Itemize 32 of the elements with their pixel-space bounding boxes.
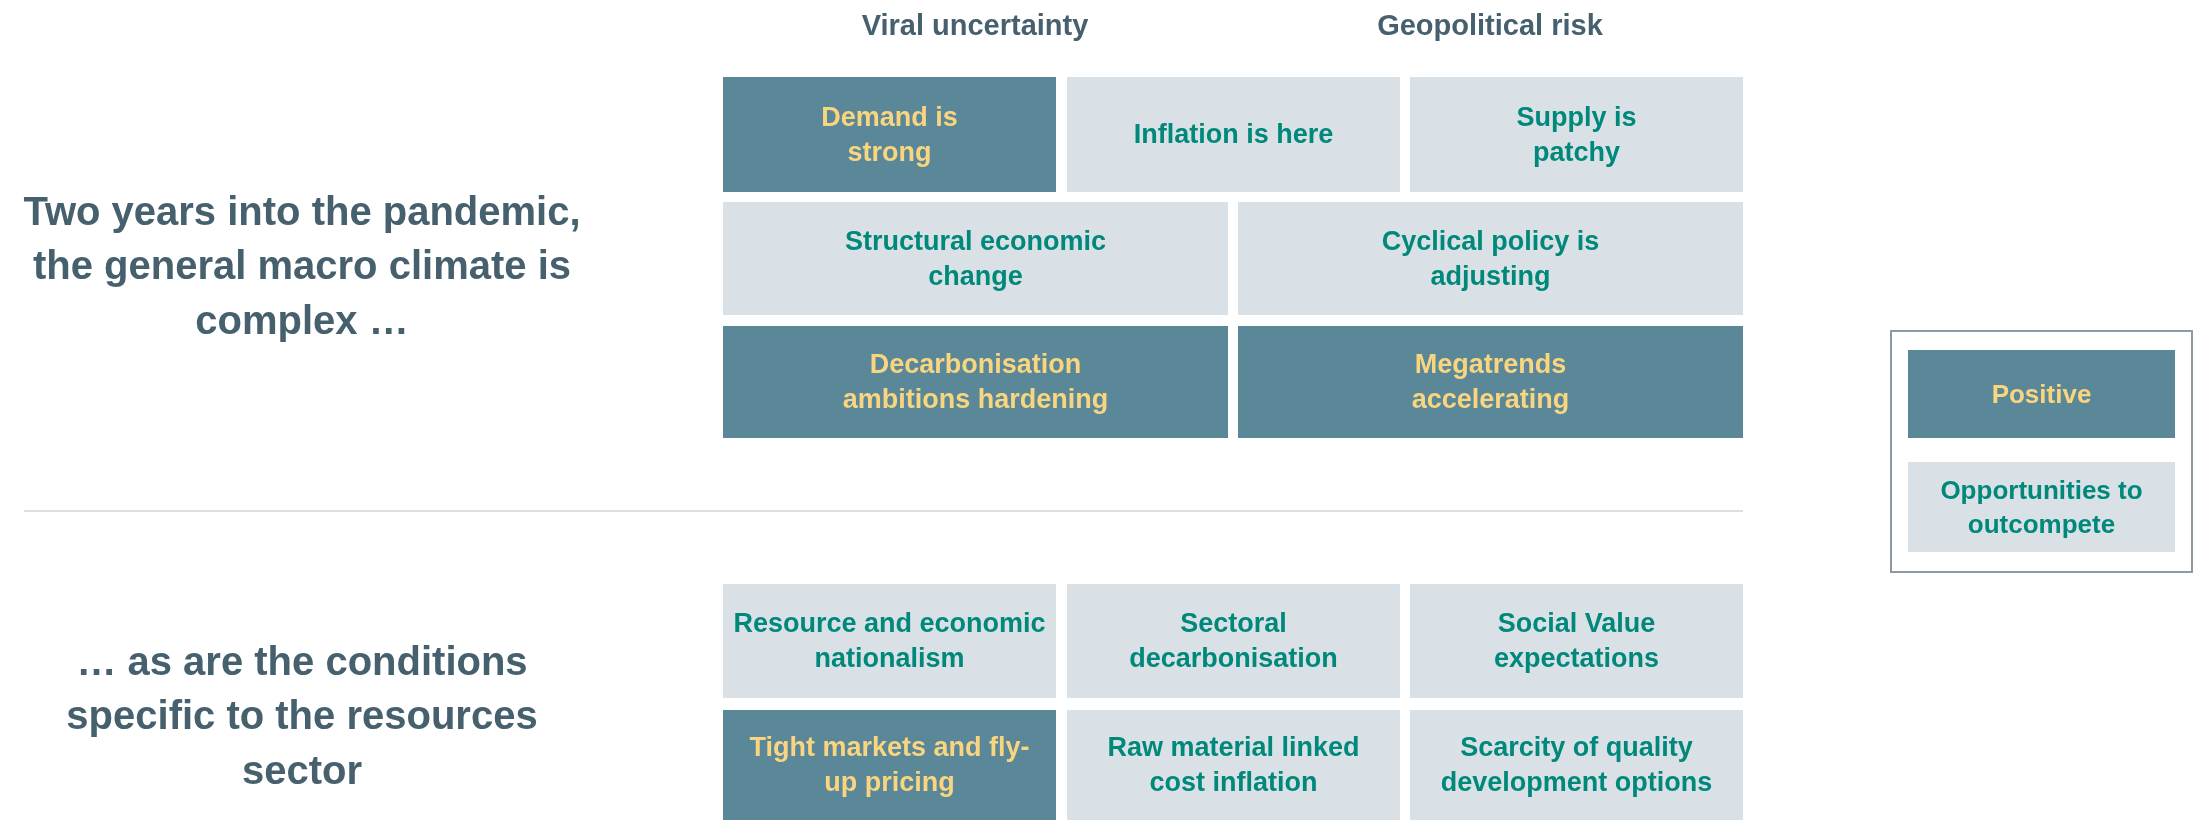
- tile-text: Supply is patchy: [1515, 100, 1638, 169]
- tile-text: Megatrends accelerating: [1410, 348, 1571, 416]
- category-tile: [1067, 710, 1400, 820]
- tile-text: Tight markets and fly-up pricing: [748, 731, 1031, 799]
- legend-swatch: Positive: [1908, 350, 2175, 438]
- row-heading: Two years into the pandemic, the general macro climate is complex …: [22, 188, 582, 344]
- category-tile: [723, 584, 1056, 698]
- category-tile: [723, 326, 1228, 438]
- category-tile: [1410, 77, 1743, 192]
- category-tile: [1410, 584, 1743, 698]
- tile-text: Structural economic change: [843, 224, 1108, 293]
- tile-text: Scarcity of quality development options: [1439, 731, 1714, 799]
- row-heading: … as are the conditions specific to the resources sector: [65, 638, 539, 794]
- category-tile: [1067, 584, 1400, 698]
- tile-text: Social Value expectations: [1492, 607, 1661, 675]
- category-tile: [1238, 202, 1743, 315]
- category-tile: [723, 77, 1056, 192]
- tile-text: Raw material linked cost inflation: [1106, 731, 1361, 799]
- category-tile: [723, 202, 1228, 315]
- category-tile: [1067, 77, 1400, 192]
- tile-text: Demand is strong: [820, 100, 959, 169]
- legend-swatch: Opportunities to outcompete: [1908, 462, 2175, 552]
- tile-text: Decarbonisation ambitions hardening: [841, 348, 1110, 416]
- category-tile: [1410, 710, 1743, 820]
- column-heading: Viral uncertainty: [860, 8, 1090, 43]
- tile-text: Inflation is here: [1133, 118, 1334, 151]
- tile-text: Cyclical policy is adjusting: [1380, 224, 1601, 293]
- column-heading: Geopolitical risk: [1376, 8, 1604, 43]
- tile-text: Sectoral decarbonisation: [1128, 607, 1339, 675]
- category-tile: [723, 710, 1056, 820]
- category-tile: [1238, 326, 1743, 438]
- tile-text: Resource and economic nationalism: [733, 607, 1046, 675]
